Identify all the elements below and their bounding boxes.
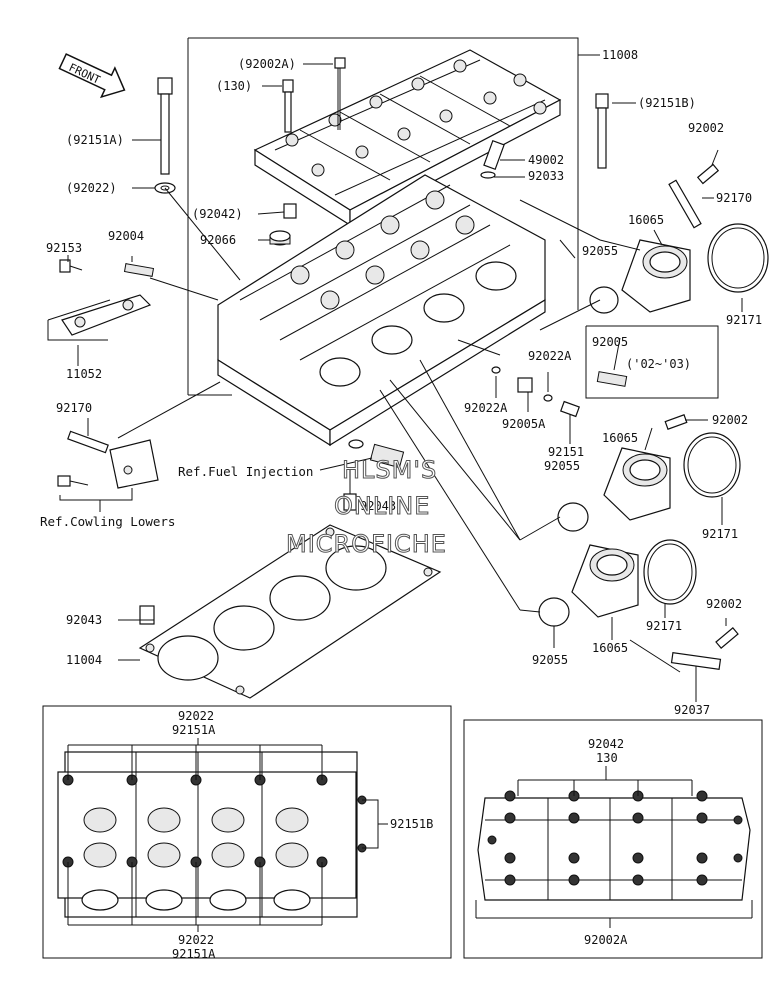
holder-16065-a <box>621 239 691 313</box>
sensor-92005 <box>596 371 628 387</box>
label-16065-b: 16065 <box>602 431 638 445</box>
inset-right-bot: 92002A <box>584 933 628 947</box>
bracket-92170-left <box>67 430 159 489</box>
bolt-92002-b <box>664 414 688 430</box>
label-92004: 92004 <box>108 229 144 243</box>
inset-left-frame <box>42 705 452 959</box>
ref-fuel-injection: Ref.Fuel Injection <box>178 464 313 479</box>
label-92005-note: ('02~'03) <box>626 357 691 371</box>
inset-left-top-1: 92022 <box>178 709 214 723</box>
label-92005A: 92005A <box>502 417 546 431</box>
inset-right-frame <box>463 719 763 959</box>
inset-left-head <box>57 751 367 918</box>
label-92171-a: 92171 <box>726 313 762 327</box>
label-92170-a: 92170 <box>716 191 752 205</box>
dowel-92042 <box>283 203 297 219</box>
inset-right-cover <box>477 790 751 901</box>
stud-92004 <box>123 263 155 277</box>
dowel-92043-lower <box>139 605 155 625</box>
bracket-92037 <box>670 652 722 670</box>
oring-92055-a <box>589 286 619 314</box>
label-92033: 92033 <box>528 169 564 183</box>
clamp-92171-b <box>683 432 741 498</box>
label-92037: 92037 <box>674 703 710 717</box>
label-92066: 92066 <box>200 233 236 247</box>
bolt-92002-c <box>715 627 739 649</box>
clamp-92171-a <box>707 223 769 293</box>
leader-lines <box>67 63 743 702</box>
cover-group-bracket <box>188 37 579 310</box>
label-11008: 11008 <box>602 48 638 62</box>
label-92055-a: 92055 <box>582 244 618 258</box>
label-92022A-a: 92022A <box>528 349 572 363</box>
watermark-line-2: ONLINE <box>334 492 430 520</box>
holder-16065-c <box>571 544 639 618</box>
bolt-cowling <box>57 475 89 487</box>
label-16065-c: 16065 <box>592 641 628 655</box>
label-92171-b: 92171 <box>702 527 738 541</box>
label-130-top: (130) <box>216 79 252 93</box>
grommet-92066 <box>269 230 291 246</box>
holder-16065-b <box>603 447 671 521</box>
inset-left-side: 92151B <box>390 817 433 831</box>
label-92002-c: 92002 <box>706 597 742 611</box>
label-92005: 92005 <box>592 335 628 349</box>
head-gasket-11004 <box>138 524 442 699</box>
label-16065-a: 16065 <box>628 213 664 227</box>
watermark-line-3: MICROFICHE <box>286 530 447 558</box>
inset-left-top-2: 92151A <box>172 723 216 737</box>
label-92055-c: 92055 <box>532 653 568 667</box>
watermark-line-1: HLSM'S <box>342 456 437 484</box>
oring-92055-c <box>538 597 570 627</box>
label-92042: (92042) <box>192 207 243 221</box>
watermark: HLSM'S ONLINE MICROFICHE <box>286 456 447 559</box>
label-92043-b: 92043 <box>66 613 102 627</box>
sensor-fuel <box>348 439 405 469</box>
bolt-92002-a <box>696 163 720 185</box>
washer-92022A <box>491 366 501 374</box>
label-11052: 11052 <box>66 367 102 381</box>
bracket-11052 <box>47 294 152 341</box>
bolt-130 <box>282 79 294 133</box>
label-92002-a: 92002 <box>688 121 724 135</box>
inset-right-top-2: 130 <box>596 751 618 765</box>
clamp-92171-c <box>643 539 697 605</box>
label-92002-b: 92002 <box>712 413 748 427</box>
bolt-92151A <box>157 77 173 175</box>
bolt-92151 <box>560 400 580 418</box>
cylinder-head <box>217 174 546 447</box>
plug-92005A <box>517 377 553 402</box>
bolt-92151B <box>595 93 609 169</box>
inset-right-top-1: 92042 <box>588 737 624 751</box>
label-92022: (92022) <box>66 181 117 195</box>
label-92171-c: 92171 <box>646 619 682 633</box>
note-box-92005 <box>585 325 719 399</box>
label-92055-b: 92055 <box>544 459 580 473</box>
label-92151: 92151 <box>548 445 584 459</box>
label-92151A: (92151A) <box>66 133 124 147</box>
inset-left-bot-1: 92022 <box>178 933 214 947</box>
oring-92055-b <box>557 502 589 532</box>
inset-left-bot-2: 92151A <box>172 947 216 961</box>
front-arrow-icon <box>58 53 126 99</box>
bracket-92170-right <box>668 179 702 229</box>
bolt-92002A <box>334 57 346 130</box>
plug-49002 <box>483 139 505 171</box>
label-92022A-b: 92022A <box>464 401 508 415</box>
label-92002A-top: (92002A) <box>238 57 296 71</box>
label-92151B: (92151B) <box>638 96 696 110</box>
oring-92033 <box>480 171 496 179</box>
label-92170-b: 92170 <box>56 401 92 415</box>
ref-cowling-lowers: Ref.Cowling Lowers <box>40 514 175 529</box>
label-92153: 92153 <box>46 241 82 255</box>
label-92043-a: 92043 <box>360 499 396 513</box>
label-49002: 49002 <box>528 153 564 167</box>
label-11004: 11004 <box>66 653 102 667</box>
bolt-92153 <box>59 259 83 273</box>
